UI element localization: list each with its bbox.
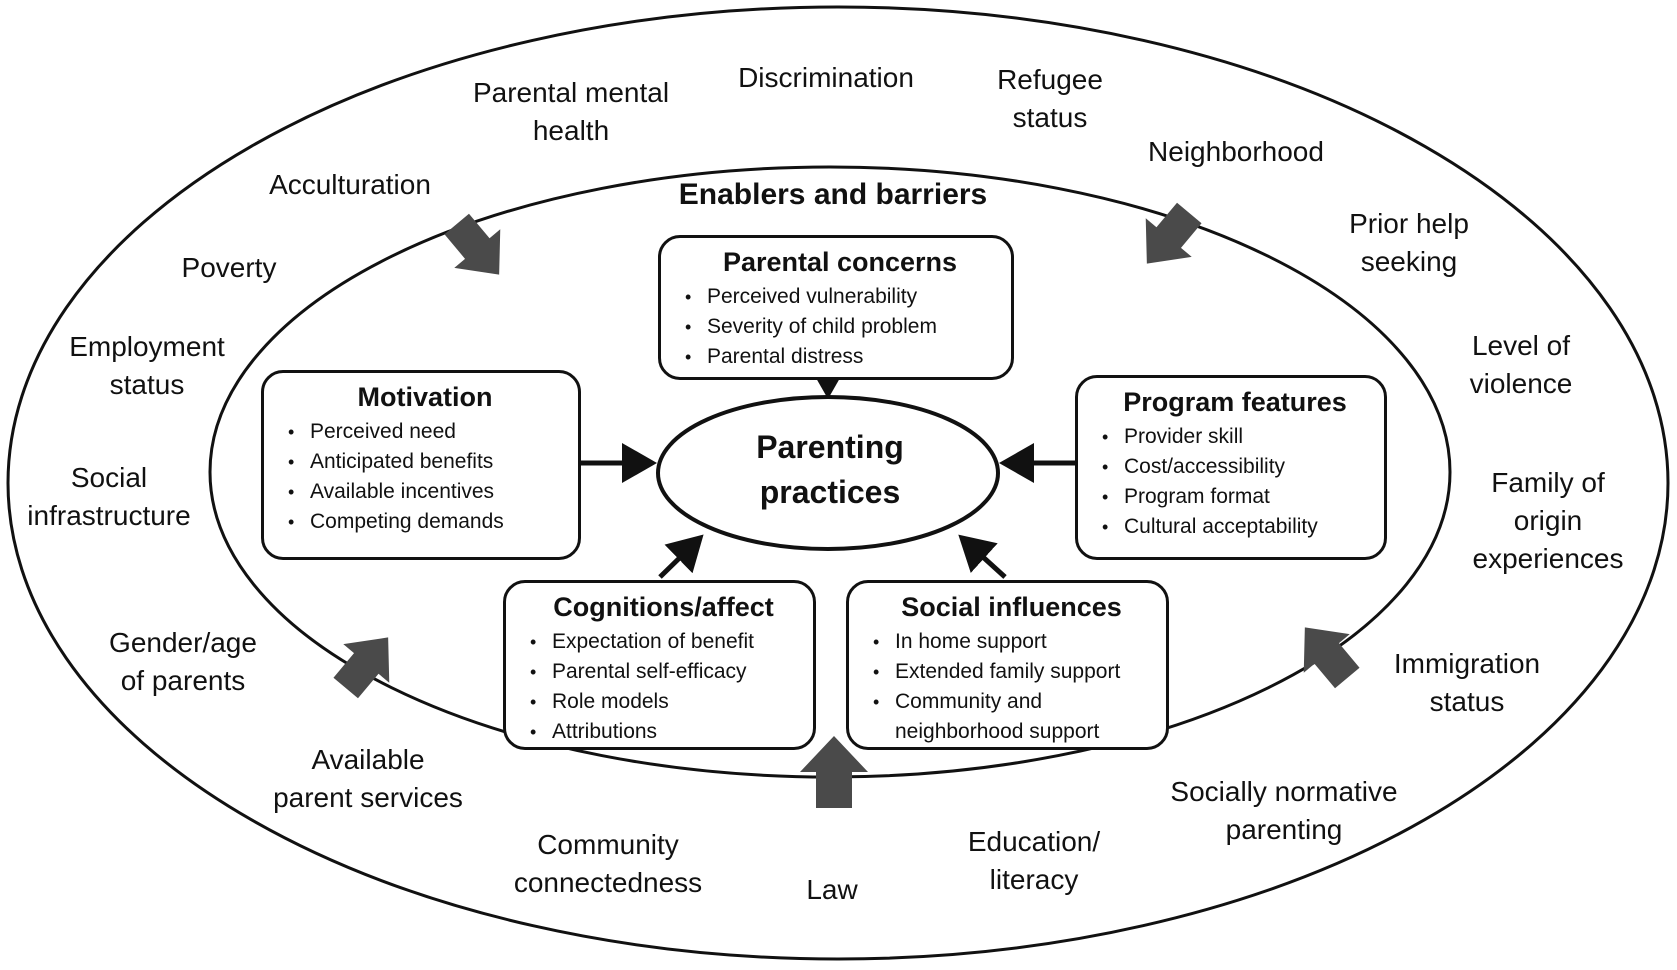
factor-line: of parents — [120, 665, 246, 696]
factor-line: violence — [1469, 368, 1573, 399]
factor-refugee-status: Refugee status — [997, 61, 1103, 137]
factor-line: Refugee — [997, 64, 1103, 95]
factor-line: origin — [1513, 505, 1583, 536]
list-item: Expectation of benefit — [528, 627, 799, 657]
factor-line: Prior help — [1349, 208, 1469, 239]
block-arrow-top-left — [444, 213, 501, 275]
list-item: In home support — [871, 627, 1152, 657]
list-item: Role models — [528, 687, 799, 717]
list-item: Cultural acceptability — [1100, 512, 1370, 542]
factor-immigration-status: Immigration status — [1394, 645, 1540, 721]
box-title: Parental concerns — [722, 247, 958, 277]
list-item: Attributions — [528, 717, 799, 747]
factor-line: Socially normative — [1170, 776, 1398, 807]
list-item: Community and — [871, 687, 1152, 717]
factor-parental-mental-health: Parental mental health — [473, 74, 669, 150]
factor-family-of-origin: Family of origin experiences — [1473, 464, 1624, 578]
list-item: Competing demands — [286, 507, 564, 537]
factor-education-literacy: Education/ literacy — [968, 823, 1100, 899]
factor-line: literacy — [989, 864, 1079, 895]
factor-line: health — [532, 115, 610, 146]
factor-line: Poverty — [181, 252, 277, 283]
box-title: Social influences — [901, 592, 1122, 622]
block-arrow-bottom-right — [1303, 627, 1360, 689]
list-item: neighborhood support — [895, 720, 1100, 743]
list-item: Perceived vulnerability — [683, 282, 997, 312]
factor-law: Law — [806, 871, 857, 909]
factor-line: seeking — [1360, 246, 1458, 277]
box-list: Perceived vulnerability Severity of chil… — [683, 282, 997, 372]
factor-line: Available — [311, 744, 425, 775]
list-item: Program format — [1100, 482, 1370, 512]
factor-line: status — [1429, 686, 1505, 717]
factor-community-connectedness: Community connectedness — [514, 826, 702, 902]
factor-discrimination: Discrimination — [738, 59, 914, 97]
arrow-cognitions-to-center — [658, 534, 704, 579]
box-title: Motivation — [357, 382, 493, 412]
box-title: Program features — [1123, 387, 1347, 417]
factor-line: experiences — [1472, 543, 1624, 574]
block-arrow-bottom-left — [333, 637, 390, 699]
factor-line: parent services — [273, 782, 463, 813]
motivation-box: Motivation Perceived need Anticipated be… — [261, 370, 581, 560]
list-item: Provider skill — [1100, 422, 1370, 452]
center-node-label: Parenting practices — [655, 425, 1005, 515]
outer-ellipse — [6, 5, 1670, 961]
block-arrow-bottom-center — [800, 736, 868, 808]
factor-level-of-violence: Level of violence — [1470, 327, 1573, 403]
center-line-1: Parenting — [756, 429, 904, 465]
parental-concerns-box: Parental concerns Perceived vulnerabilit… — [658, 235, 1014, 380]
social-influences-box: Social influences In home support Extend… — [846, 580, 1169, 750]
box-list: In home support Extended family support … — [871, 627, 1152, 747]
factor-line: parenting — [1225, 814, 1343, 845]
factor-line: infrastructure — [27, 500, 191, 531]
factor-line: Education/ — [967, 826, 1101, 857]
factor-line: Social — [70, 462, 148, 493]
factor-line: Law — [806, 874, 858, 905]
factor-line: status — [1012, 102, 1088, 133]
list-item: Perceived need — [286, 417, 564, 447]
program-features-box: Program features Provider skill Cost/acc… — [1075, 375, 1387, 560]
factor-line: Family of — [1491, 467, 1605, 498]
box-list: Expectation of benefit Parental self-eff… — [528, 627, 799, 747]
box-title: Cognitions/affect — [553, 592, 774, 622]
factor-employment-status: Employment status — [69, 328, 225, 404]
factor-line: Immigration — [1393, 648, 1541, 679]
center-line-2: practices — [759, 474, 901, 510]
box-list: Perceived need Anticipated benefits Avai… — [286, 417, 564, 537]
factor-poverty: Poverty — [182, 249, 277, 287]
factor-social-infrastructure: Social infrastructure — [27, 459, 190, 535]
factor-line: Gender/age — [109, 627, 257, 658]
enablers-barriers-title: Enablers and barriers — [678, 178, 988, 211]
list-item: Cost/accessibility — [1100, 452, 1370, 482]
arrow-social-to-center — [958, 534, 1007, 579]
factor-line: Parental mental — [472, 77, 670, 108]
factor-socially-normative-parenting: Socially normative parenting — [1170, 773, 1397, 849]
list-item: Extended family support — [871, 657, 1152, 687]
factor-line: Discrimination — [738, 62, 914, 93]
cognitions-affect-box: Cognitions/affect Expectation of benefit… — [503, 580, 816, 750]
list-item: Anticipated benefits — [286, 447, 564, 477]
box-list: Provider skill Cost/accessibility Progra… — [1100, 422, 1370, 542]
factor-line: status — [109, 369, 185, 400]
list-item: Parental self-efficacy — [528, 657, 799, 687]
list-item: Available incentives — [286, 477, 564, 507]
list-item: Parental distress — [683, 342, 997, 372]
factor-line: Employment — [69, 331, 225, 362]
factor-gender-age: Gender/age of parents — [109, 624, 257, 700]
factor-line: Level of — [1471, 330, 1571, 361]
factor-prior-help-seeking: Prior help seeking — [1349, 205, 1469, 281]
factor-available-parent-services: Available parent services — [273, 741, 463, 817]
block-arrow-top-right — [1145, 202, 1202, 264]
factor-neighborhood: Neighborhood — [1148, 133, 1324, 171]
list-item: Severity of child problem — [683, 312, 997, 342]
factor-line: connectedness — [513, 867, 703, 898]
factor-acculturation: Acculturation — [269, 166, 431, 204]
factor-line: Acculturation — [269, 169, 431, 200]
factor-line: Community — [537, 829, 679, 860]
factor-line: Neighborhood — [1148, 136, 1324, 167]
